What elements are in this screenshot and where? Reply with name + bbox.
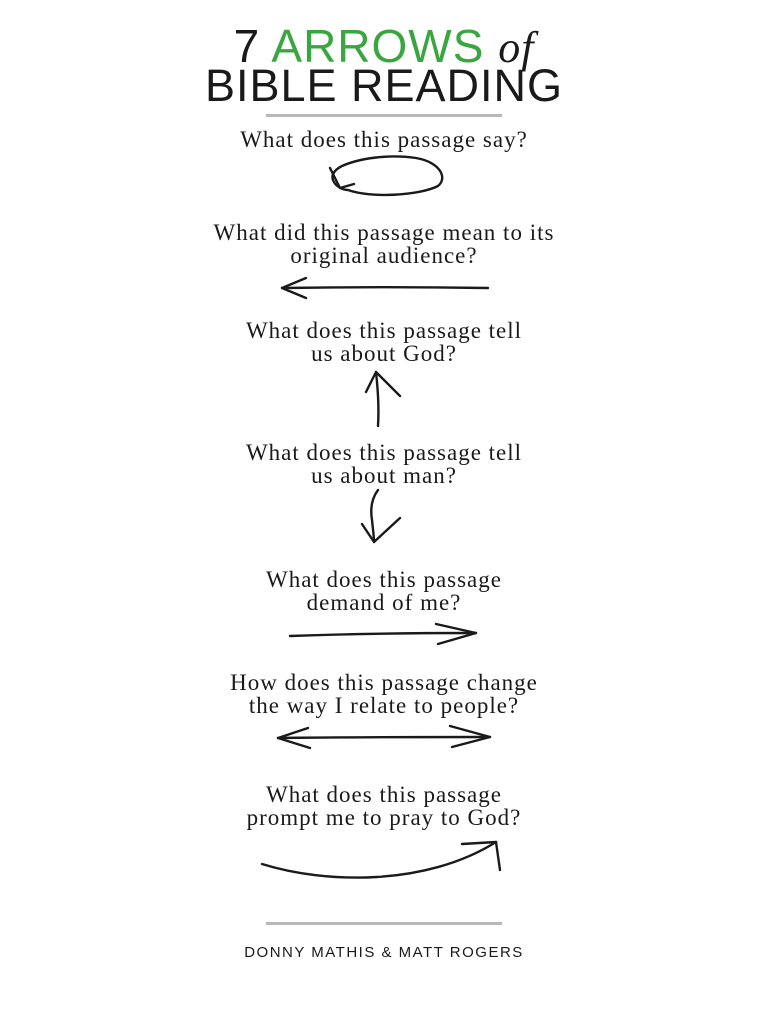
question-4-line-1: What does this passage tell xyxy=(245,440,523,465)
question-7-line-1: What does this passage xyxy=(266,782,502,807)
question-6-line-1: How does this passage change xyxy=(230,670,538,695)
title-number: 7 xyxy=(233,20,261,72)
question-1: What does this passage say? xyxy=(0,128,768,151)
circle-arrow-icon xyxy=(328,155,444,197)
top-divider xyxy=(266,114,502,117)
right-arrow-icon xyxy=(288,622,478,646)
title-line-2: BIBLE READING xyxy=(204,60,564,111)
question-4: What does this passage tell us about man… xyxy=(0,441,768,487)
title-line-1: 7 ARROWS of xyxy=(0,20,768,74)
question-5-line-1: What does this passage xyxy=(266,567,502,592)
down-arrow-icon xyxy=(360,488,402,544)
question-5: What does this passage demand of me? xyxy=(0,568,768,614)
question-2-line-1: What did this passage mean to its xyxy=(213,220,555,245)
left-arrow-icon xyxy=(280,276,490,300)
question-2: What did this passage mean to its origin… xyxy=(0,221,768,267)
title-highlight: ARROWS xyxy=(271,20,485,72)
curved-up-arrow-icon xyxy=(260,840,502,879)
question-7-line-2: prompt me to pray to God? xyxy=(246,805,522,830)
question-6: How does this passage change the way I r… xyxy=(0,671,768,717)
question-3: What does this passage tell us about God… xyxy=(0,319,768,365)
question-3-line-2: us about God? xyxy=(311,341,457,366)
question-2-line-2: original audience? xyxy=(290,243,478,268)
question-7: What does this passage prompt me to pray… xyxy=(0,783,768,829)
question-6-line-2: the way I relate to people? xyxy=(248,693,520,718)
title-connector: of xyxy=(498,23,535,72)
question-4-line-2: us about man? xyxy=(311,463,457,488)
double-arrow-icon xyxy=(276,724,492,750)
question-3-line-1: What does this passage tell xyxy=(245,318,523,343)
up-arrow-icon xyxy=(364,370,402,428)
question-1-line-1: What does this passage say? xyxy=(240,127,528,152)
bottom-divider xyxy=(266,922,502,925)
authors: DONNY MATHIS & MATT ROGERS xyxy=(244,944,524,961)
question-5-line-2: demand of me? xyxy=(306,590,462,615)
